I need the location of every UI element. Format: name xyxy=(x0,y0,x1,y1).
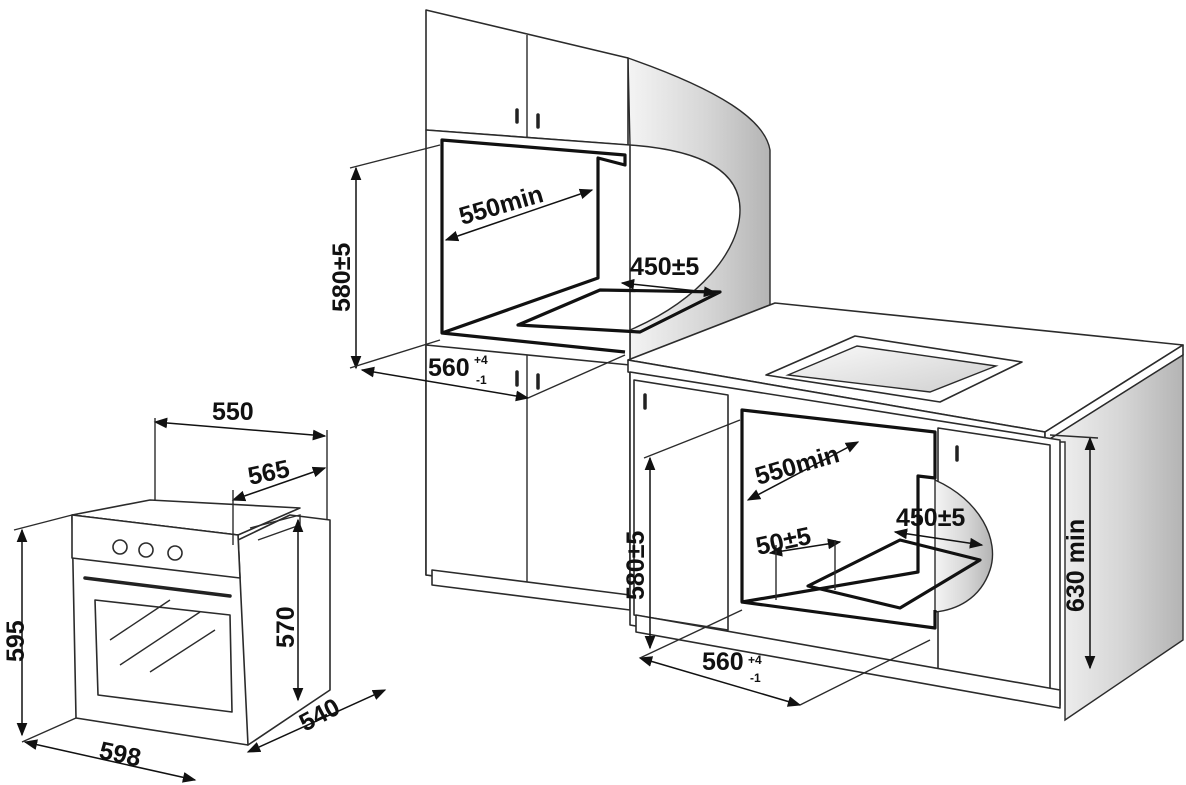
oven-knob-icon xyxy=(167,545,183,561)
svg-text:560: 560 xyxy=(702,648,744,676)
upper-niche-outline xyxy=(440,138,627,354)
base-cabinet-plinth xyxy=(635,614,1061,709)
base-cabinet-left-door xyxy=(633,379,729,631)
upper-niche-width-label: 560 +4 -1 xyxy=(428,353,488,387)
oven-width-label: 598 xyxy=(97,736,144,772)
upper-cabinet-install xyxy=(425,9,771,611)
svg-text:+4: +4 xyxy=(474,353,488,367)
oven-height-label: 595 xyxy=(2,620,30,662)
oven-handle xyxy=(83,576,232,598)
glass-reflection xyxy=(109,599,216,673)
oven-body-height-label: 570 xyxy=(272,606,300,648)
svg-text:-1: -1 xyxy=(476,373,487,387)
oven-top-width-label: 550 xyxy=(212,398,254,426)
oven-unit xyxy=(71,499,331,746)
oven-knob-icon xyxy=(112,539,128,555)
upper-niche-floor xyxy=(516,288,722,334)
svg-text:560: 560 xyxy=(428,354,470,382)
lower-niche-outline xyxy=(740,408,937,630)
base-cabinet-side-shading xyxy=(1042,353,1184,722)
base-cabinet-install xyxy=(627,302,1184,722)
lower-niche-height-label: 580±5 xyxy=(622,531,650,600)
upper-dimensions xyxy=(349,144,718,402)
oven-dimensions xyxy=(13,417,387,783)
upper-vent-depth-label: 450±5 xyxy=(630,253,699,281)
oven-control-panel xyxy=(71,514,241,579)
tall-cabinet-lower-doors xyxy=(425,344,631,601)
svg-text:+4: +4 xyxy=(748,653,762,667)
lower-vent-depth-label: 450±5 xyxy=(896,504,965,532)
lower-cabinet-height-label: 630 min xyxy=(1062,519,1090,612)
oven-door-glass xyxy=(94,599,233,713)
lower-niche-width-label: 560 +4 -1 xyxy=(702,648,762,685)
oven-top-depth-label: 565 xyxy=(245,455,292,491)
svg-text:-1: -1 xyxy=(750,671,761,685)
upper-niche-height-label: 580±5 xyxy=(328,243,356,312)
lower-niche-floor xyxy=(806,538,982,610)
oven-knob-icon xyxy=(138,542,154,558)
lower-dimensions xyxy=(638,419,1099,707)
